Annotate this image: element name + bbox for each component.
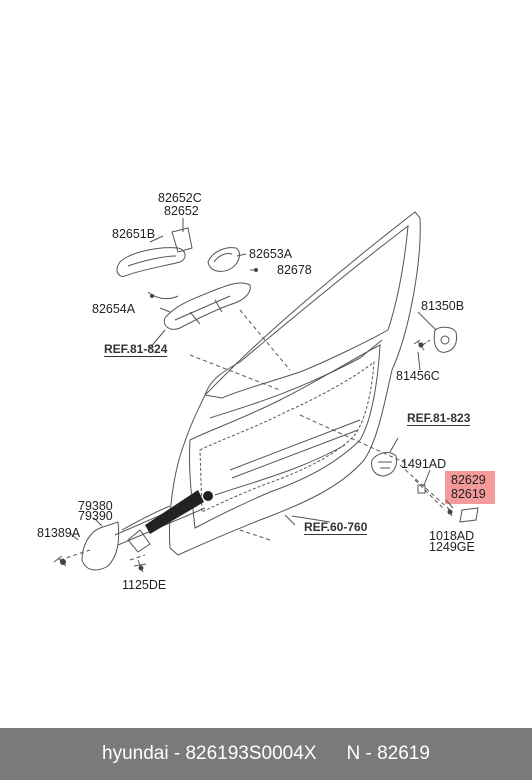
striker bbox=[433, 326, 458, 353]
handle-bracket bbox=[163, 282, 251, 330]
label-1018AD: 1018AD bbox=[429, 529, 475, 543]
label-82652C: 82652C bbox=[158, 191, 202, 205]
label-82654A: 82654A bbox=[92, 302, 136, 316]
handle-base bbox=[207, 247, 240, 272]
footer-ref-number: N - 82619 bbox=[346, 743, 430, 764]
window-frame bbox=[204, 224, 409, 399]
ref-60-760: REF.60-760 bbox=[304, 520, 368, 535]
ref-81-824: REF.81-824 bbox=[104, 342, 168, 357]
outside-handle bbox=[116, 247, 186, 277]
handle-cap bbox=[171, 227, 193, 253]
label-82651B: 82651B bbox=[112, 227, 156, 241]
door-frame bbox=[169, 211, 421, 556]
label-79380: 79380 bbox=[78, 499, 113, 513]
ref-81-823: REF.81-823 bbox=[407, 411, 471, 426]
footer-bar: hyundai - 826193S0004X N - 82619 bbox=[0, 728, 532, 780]
label-82652: 82652 bbox=[164, 204, 199, 218]
label-1125DE: 1125DE bbox=[122, 578, 167, 592]
label-1491AD: 1491AD bbox=[401, 457, 447, 471]
label-82629: 82629 bbox=[451, 473, 486, 487]
inner-panel bbox=[188, 344, 381, 529]
label-81389A: 81389A bbox=[37, 526, 81, 540]
door-latch bbox=[371, 452, 397, 477]
label-81350B: 81350B bbox=[421, 299, 465, 313]
label-1249GE: 1249GE bbox=[429, 540, 475, 554]
label-81456C: 81456C bbox=[396, 369, 440, 383]
footer-part-number: hyundai - 826193S0004X bbox=[102, 743, 317, 764]
label-82653A: 82653A bbox=[249, 247, 293, 261]
label-79390: 79390 bbox=[78, 509, 113, 523]
door-diagram bbox=[53, 211, 479, 573]
check-cover bbox=[459, 507, 479, 523]
label-82619: 82619 bbox=[451, 487, 486, 501]
label-82678: 82678 bbox=[277, 263, 312, 277]
highlight-box bbox=[445, 471, 495, 504]
door-check-strap bbox=[81, 521, 120, 571]
